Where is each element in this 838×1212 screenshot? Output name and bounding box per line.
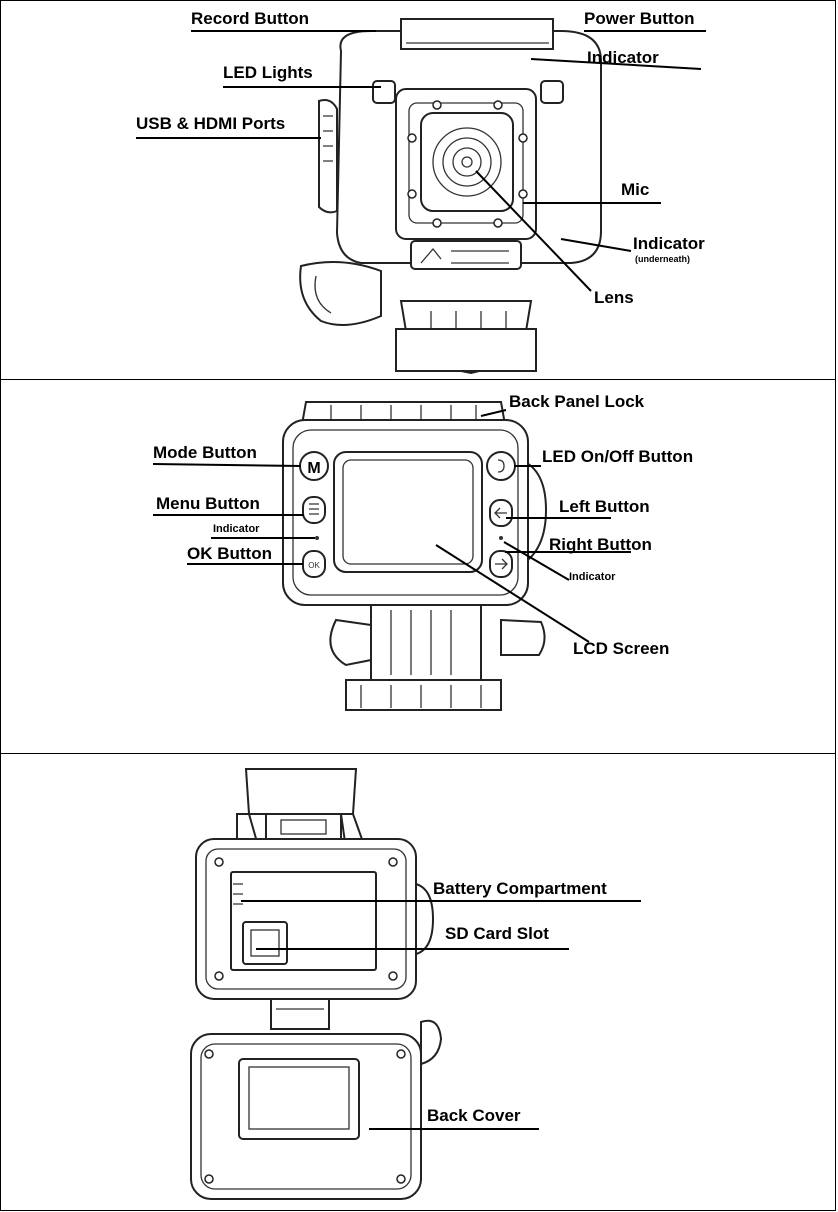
front-view-panel: Record Button Power Button Indicator LED…	[0, 0, 836, 380]
label-indicator-right: Indicator	[569, 571, 616, 583]
label-back-cover: Back Cover	[427, 1106, 521, 1125]
indicator-right-dot	[499, 536, 503, 540]
label-power-button: Power Button	[584, 9, 695, 28]
label-ok-button: OK Button	[187, 544, 272, 563]
lock-flap	[237, 769, 363, 842]
label-led-onoff-button: LED On/Off Button	[542, 447, 693, 466]
label-indicator-bottom: Indicator	[633, 234, 705, 253]
sd-card-slot	[243, 922, 287, 964]
lcd-screen	[334, 452, 482, 572]
tripod-mount	[330, 605, 544, 710]
back-view-diagram: M OK Back Panel Lock Mode Button LED On/…	[1, 380, 837, 755]
label-sd-card-slot: SD Card Slot	[445, 924, 549, 943]
label-mode-button: Mode Button	[153, 443, 257, 462]
label-indicator-left: Indicator	[213, 523, 260, 535]
label-right-button: Right Button	[549, 535, 652, 554]
cover-latch-knob	[421, 1021, 441, 1064]
label-led-lights: LED Lights	[223, 63, 313, 82]
mode-button-glyph: M	[307, 460, 320, 477]
menu-button[interactable]	[303, 497, 325, 523]
label-indicator-underneath-note: (underneath)	[635, 254, 690, 264]
label-usb-hdmi-ports: USB & HDMI Ports	[136, 114, 285, 133]
back-view-panel: M OK Back Panel Lock Mode Button LED On/…	[0, 379, 836, 754]
label-lcd-screen: LCD Screen	[573, 639, 669, 658]
tripod-mount	[300, 262, 536, 373]
label-record-button: Record Button	[191, 9, 309, 28]
led-onoff-button[interactable]	[487, 452, 515, 480]
label-battery-compartment: Battery Compartment	[433, 879, 607, 898]
side-port-cover	[416, 884, 433, 954]
open-view-diagram: Battery Compartment SD Card Slot Back Co…	[1, 754, 837, 1212]
ok-button-glyph: OK	[308, 561, 320, 570]
label-left-button: Left Button	[559, 497, 650, 516]
label-mic: Mic	[621, 180, 649, 199]
indicator-left-dot	[315, 536, 319, 540]
front-view-diagram: Record Button Power Button Indicator LED…	[1, 1, 837, 381]
camera-body	[319, 19, 601, 269]
back-cover-screen-window	[239, 1059, 359, 1139]
label-lens: Lens	[594, 288, 634, 307]
label-indicator-top: Indicator	[587, 48, 659, 67]
label-menu-button: Menu Button	[156, 494, 260, 513]
label-back-panel-lock: Back Panel Lock	[509, 392, 645, 411]
hinge	[271, 999, 329, 1029]
open-view-panel: Battery Compartment SD Card Slot Back Co…	[0, 753, 836, 1211]
